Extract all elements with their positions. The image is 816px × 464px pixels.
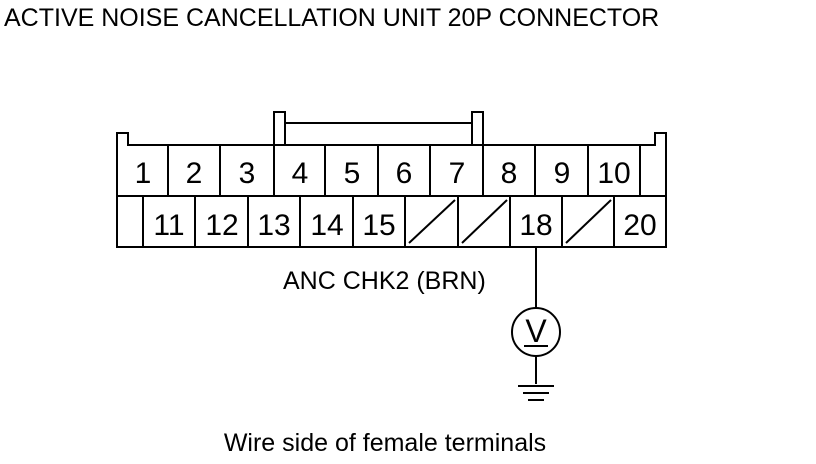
pin-label-18: 18 (519, 209, 552, 242)
connector-body (116, 111, 667, 248)
wire-label: ANC CHK2 (BRN) (283, 267, 486, 295)
pin-label-5: 5 (344, 157, 361, 190)
pin-label-9: 9 (554, 157, 571, 190)
pin-label-13: 13 (257, 209, 290, 242)
diagram-title: ACTIVE NOISE CANCELLATION UNIT 20P CONNE… (4, 4, 659, 32)
voltmeter-icon: V (511, 307, 561, 357)
bottom-row-pins: 11 12 13 14 15 18 20 (153, 209, 656, 242)
pin-label-8: 8 (501, 157, 518, 190)
pin-label-12: 12 (205, 209, 238, 242)
connector-shell (116, 132, 667, 248)
empty-terminal-17 (461, 199, 508, 244)
empty-terminal-19 (565, 199, 612, 244)
pin-label-15: 15 (362, 209, 395, 242)
pin-label-7: 7 (449, 157, 466, 190)
pin-label-1: 1 (135, 157, 152, 190)
pin-label-2: 2 (186, 157, 203, 190)
pin-label-6: 6 (396, 157, 413, 190)
diagram-caption: Wire side of female terminals (224, 429, 546, 457)
pin-label-3: 3 (239, 157, 256, 190)
ground-icon (518, 385, 554, 401)
voltmeter-symbol: V (525, 313, 547, 349)
pin-label-20: 20 (623, 209, 656, 242)
pin-label-4: 4 (292, 157, 309, 190)
connector-lock-tab (273, 111, 484, 145)
empty-terminal-16 (408, 199, 456, 244)
pin-label-10: 10 (597, 157, 630, 190)
top-row-pins: 1 2 3 4 5 6 7 8 9 10 (135, 157, 631, 190)
pin-label-14: 14 (310, 209, 343, 242)
pin-label-11: 11 (153, 209, 184, 242)
